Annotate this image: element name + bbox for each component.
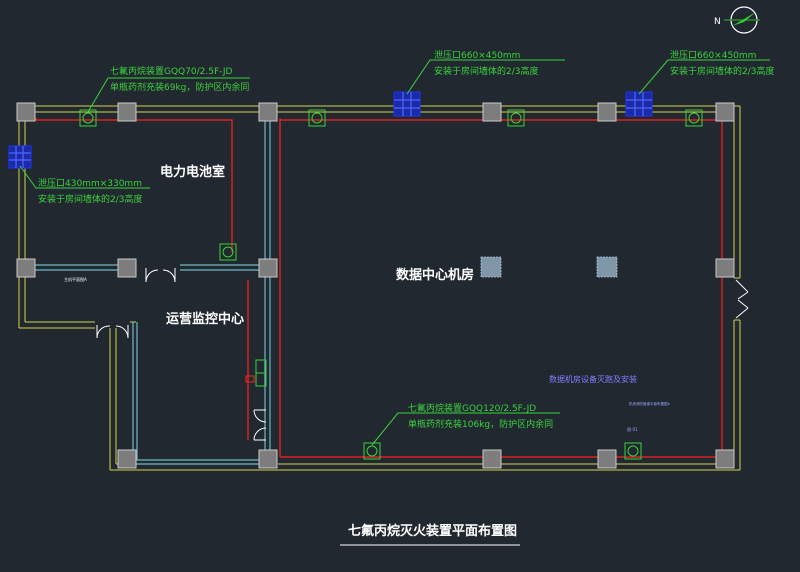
note-vent-left-line2: 安装于房间墙体的2/3高度 xyxy=(38,193,143,205)
note-vent-left-line1: 泄压口430mm×330mm xyxy=(38,177,142,189)
extinguisher-icon xyxy=(363,442,381,460)
extinguisher-icon xyxy=(79,109,97,127)
interior-columns xyxy=(480,256,618,278)
extinguisher-devices xyxy=(79,109,703,460)
agent-pipes xyxy=(35,118,723,458)
extinguisher-icon xyxy=(507,109,525,127)
room-label-monitoring: 运营监控中心 xyxy=(166,311,244,327)
partition-walls xyxy=(25,112,271,465)
room-label-battery: 电力电池室 xyxy=(160,164,225,180)
extinguisher-icon xyxy=(624,442,642,460)
extinguisher-icon xyxy=(308,109,326,127)
vent-icon xyxy=(625,91,653,117)
room-label-small: 主机平面图A xyxy=(64,276,87,282)
note-bottom-line1: 七氟丙烷装置GQQ120/2.5F-JD xyxy=(408,402,536,414)
note-vent-mid-line2: 安装于房间墙体的2/3高度 xyxy=(434,65,539,77)
vent-icon xyxy=(393,91,421,117)
note-bottom-line2: 单瓶药剂充装106kg，防护区内余同 xyxy=(408,418,553,430)
columns xyxy=(16,102,735,469)
control-panel xyxy=(245,359,267,387)
note-top-left-line2: 单瓶药剂充装69kg，防护区内余同 xyxy=(110,81,249,93)
doors xyxy=(96,268,749,441)
blue-note: 数据机房设备灭跑及安装 xyxy=(549,374,637,384)
tiny-note-b: 图-01 xyxy=(627,426,638,432)
extinguisher-icon xyxy=(685,109,703,127)
note-vent-mid-line1: 泄压口660×450mm xyxy=(434,49,520,61)
vents xyxy=(8,91,653,169)
room-label-datacenter: 数据中心机房 xyxy=(396,267,474,283)
note-top-left-line1: 七氟丙烷装置GQQ70/2.5F-JD xyxy=(110,65,233,77)
outer-walls xyxy=(18,105,741,471)
tiny-note-a: 机房消防管道平面布置图A xyxy=(629,401,670,406)
vent-icon xyxy=(8,145,32,169)
drawing-title: 七氟丙烷灭火装置平面布置图 xyxy=(348,523,517,539)
leader-lines xyxy=(19,59,770,446)
note-vent-right-line2: 安装于房间墙体的2/3高度 xyxy=(670,65,775,77)
compass-icon: N xyxy=(714,6,760,34)
extinguisher-icon xyxy=(219,243,237,261)
svg-text:N: N xyxy=(714,17,721,27)
note-vent-right-line1: 泄压口660×450mm xyxy=(670,49,756,61)
